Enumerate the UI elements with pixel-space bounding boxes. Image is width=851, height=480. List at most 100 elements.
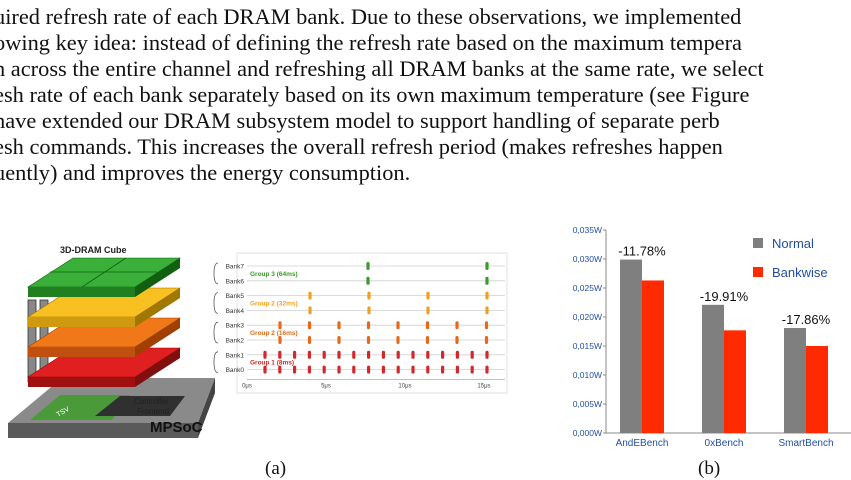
refresh-marker [307, 321, 312, 330]
refresh-marker [426, 365, 430, 374]
bank-label: Bank5 [226, 293, 245, 300]
group-brace [213, 351, 219, 373]
cube-label: 3D-DRAM Cube [60, 245, 127, 255]
refresh-marker [396, 365, 400, 374]
refresh-marker [278, 336, 282, 344]
paragraph-line: n across the entire channel and refreshi… [0, 56, 764, 81]
refresh-marker [381, 350, 385, 359]
y-tick-label: 0,000W [573, 428, 602, 438]
refresh-marker [396, 336, 400, 344]
refresh-marker [411, 365, 415, 374]
refresh-marker [337, 321, 341, 330]
y-tick-label: 0,030W [573, 254, 602, 264]
x-tick-label: 0xBench [705, 438, 744, 449]
group-label: Group 3 (64ms) [250, 271, 298, 278]
refresh-marker [366, 321, 371, 330]
group-brace [213, 321, 219, 344]
percent-annotation: -19.91% [700, 289, 749, 304]
time-tick-label: 10μs [398, 384, 411, 390]
refresh-marker [278, 365, 282, 374]
bank-label: Bank4 [226, 308, 245, 315]
bank-label: Bank7 [226, 264, 245, 271]
paragraph-line: uently) and improves the energy consumpt… [0, 160, 411, 185]
refresh-marker [455, 350, 459, 359]
group-label: Group 2 (32ms) [250, 301, 298, 308]
bank-label: Bank6 [226, 278, 245, 285]
refresh-marker [307, 365, 311, 374]
refresh-marker [441, 350, 445, 359]
mpsoc-board: TSV Controller Frontend MPSoC [8, 378, 215, 438]
group-label: Group 2 (16ms) [250, 330, 298, 337]
group-brace [213, 262, 219, 285]
bank-label: Bank1 [226, 352, 245, 359]
paragraph-line: have extended our DRAM subsystem model t… [0, 108, 720, 133]
refresh-marker [322, 350, 326, 359]
legend-label-normal: Normal [772, 236, 814, 251]
figure-b-chart: 0,000W0,005W0,010W0,015W0,020W0,025W0,03… [573, 225, 851, 449]
refresh-marker [426, 291, 430, 300]
refresh-marker [485, 262, 489, 270]
refresh-marker [485, 291, 489, 300]
refresh-marker [308, 291, 312, 300]
caption-b: (b) [698, 458, 721, 479]
group-brace [213, 292, 219, 314]
refresh-marker [484, 336, 489, 344]
refresh-marker [337, 350, 341, 359]
bar-normal-andebench [620, 259, 642, 433]
refresh-marker [307, 336, 312, 344]
timeline-frame [236, 252, 508, 394]
refresh-marker [367, 291, 371, 300]
paragraph-line: esh commands. This increases the overall… [0, 134, 723, 159]
refresh-marker [441, 365, 445, 374]
bar-normal-0xbench [702, 304, 724, 433]
refresh-marker [263, 365, 267, 374]
bank-label: Bank2 [226, 338, 245, 345]
refresh-marker [366, 262, 370, 270]
refresh-marker [426, 350, 430, 359]
paragraph-line: esh rate of each bank separately based o… [0, 82, 750, 107]
refresh-marker [470, 350, 474, 359]
legend-swatch-normal [753, 238, 763, 248]
dram-layer-yellow [26, 287, 182, 327]
refresh-marker [366, 276, 370, 285]
refresh-marker [293, 350, 297, 359]
refresh-marker [367, 365, 371, 374]
legend-label-bankwise: Bankwise [772, 265, 828, 280]
refresh-marker [425, 321, 430, 330]
refresh-marker [322, 365, 326, 374]
refresh-marker [366, 336, 371, 344]
refresh-marker [278, 321, 282, 330]
refresh-marker [307, 350, 311, 359]
paragraph-line: uired refresh rate of each DRAM bank. Du… [0, 4, 742, 29]
bar-bankwise-smartbench [806, 346, 828, 433]
legend: Normal Bankwise [753, 236, 828, 280]
figure-a: TSV Controller Frontend MPSoC 3D-DRAM Cu… [8, 245, 508, 438]
refresh-marker [293, 365, 297, 374]
frontend-label: Frontend [137, 407, 169, 416]
refresh-marker [352, 365, 356, 374]
refresh-marker [455, 365, 459, 374]
y-tick-label: 0,035W [573, 225, 602, 235]
refresh-marker [337, 365, 341, 374]
refresh-marker [470, 365, 474, 374]
refresh-marker [485, 350, 489, 359]
refresh-marker [337, 336, 341, 344]
refresh-marker [367, 350, 371, 359]
refresh-timeline: Bank7Bank6Bank5Bank4Bank3Bank2Bank1Bank0… [213, 252, 508, 394]
y-tick-label: 0,020W [573, 312, 602, 322]
percent-annotation: -11.78% [618, 244, 666, 259]
refresh-marker [455, 321, 459, 330]
bar-normal-smartbench [784, 328, 806, 433]
y-tick-label: 0,025W [573, 283, 602, 293]
refresh-marker [396, 350, 400, 359]
x-tick-label: SmartBench [778, 438, 833, 449]
time-tick-label: 0μs [242, 384, 252, 390]
bar-bankwise-andebench [642, 280, 664, 433]
refresh-marker [381, 365, 385, 374]
time-tick-label: 15μs [477, 384, 490, 390]
refresh-marker [485, 276, 489, 285]
refresh-marker [263, 350, 267, 359]
legend-swatch-bankwise [753, 267, 763, 277]
time-tick-label: 5μs [321, 384, 331, 390]
refresh-marker [352, 350, 356, 359]
